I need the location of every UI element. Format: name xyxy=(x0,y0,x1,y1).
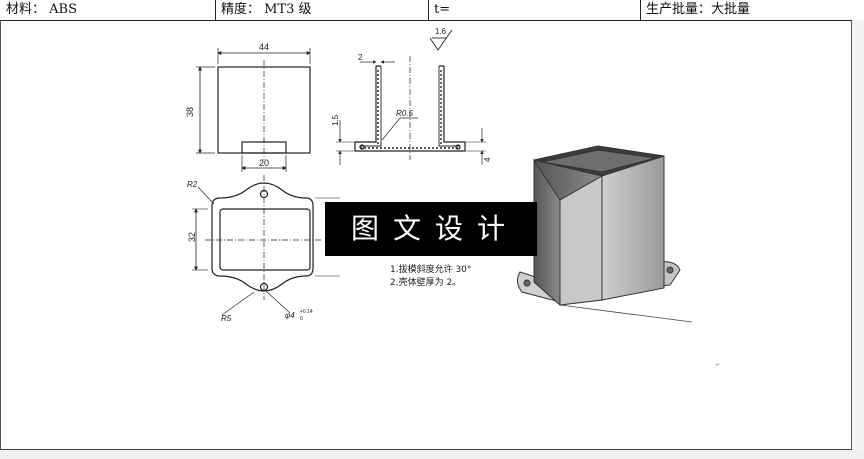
dim-height-label: 38 xyxy=(185,107,195,117)
precision-cell: 精度： MT3 级 xyxy=(221,2,312,17)
dim-base-label: 20 xyxy=(259,158,269,168)
batch-cell: 生产批量：大批量 xyxy=(646,2,751,17)
dim-r5-label: R5 xyxy=(221,314,232,323)
dim-hole-tol-upper: +0.14 xyxy=(300,309,313,315)
stray-mark: ⌐ xyxy=(716,362,720,368)
status-bar xyxy=(0,450,864,459)
dim-r2-label: R2 xyxy=(187,180,198,189)
dim-wall-label: 2 xyxy=(358,53,363,62)
dim-hole-label: φ4 xyxy=(285,311,295,320)
roughness-label: 1.6 xyxy=(435,27,447,36)
thickness-cell: t= xyxy=(434,2,451,17)
page-border-left xyxy=(0,20,1,450)
page-border-bottom xyxy=(0,449,852,450)
dim-4-label: 4 xyxy=(483,157,492,162)
front-view xyxy=(196,48,311,172)
section-view xyxy=(336,29,486,165)
dim-width-label: 44 xyxy=(259,42,269,52)
table-divider xyxy=(640,0,641,20)
page-border-right xyxy=(851,20,852,450)
vertical-scrollbar[interactable] xyxy=(852,20,864,450)
dim-hole-tol-lower: 0 xyxy=(300,316,303,322)
watermark-banner: 图文设计 xyxy=(325,202,537,256)
top-view xyxy=(192,175,340,316)
material-cell: 材料： ABS xyxy=(6,2,77,17)
dim-flange-label: 1.5 xyxy=(331,114,340,126)
dim-radius-label: R0.5 xyxy=(396,109,413,118)
dim-32-label: 32 xyxy=(187,232,197,242)
table-divider xyxy=(215,0,216,20)
table-divider xyxy=(428,0,429,20)
note-1: 1.拔模斜度允许 30° xyxy=(390,263,471,275)
note-2: 2.壳体壁厚为 2。 xyxy=(390,276,461,288)
spec-header-table: 材料： ABS 精度： MT3 级 t= 生产批量：大批量 xyxy=(0,0,852,21)
isometric-model xyxy=(516,145,693,323)
